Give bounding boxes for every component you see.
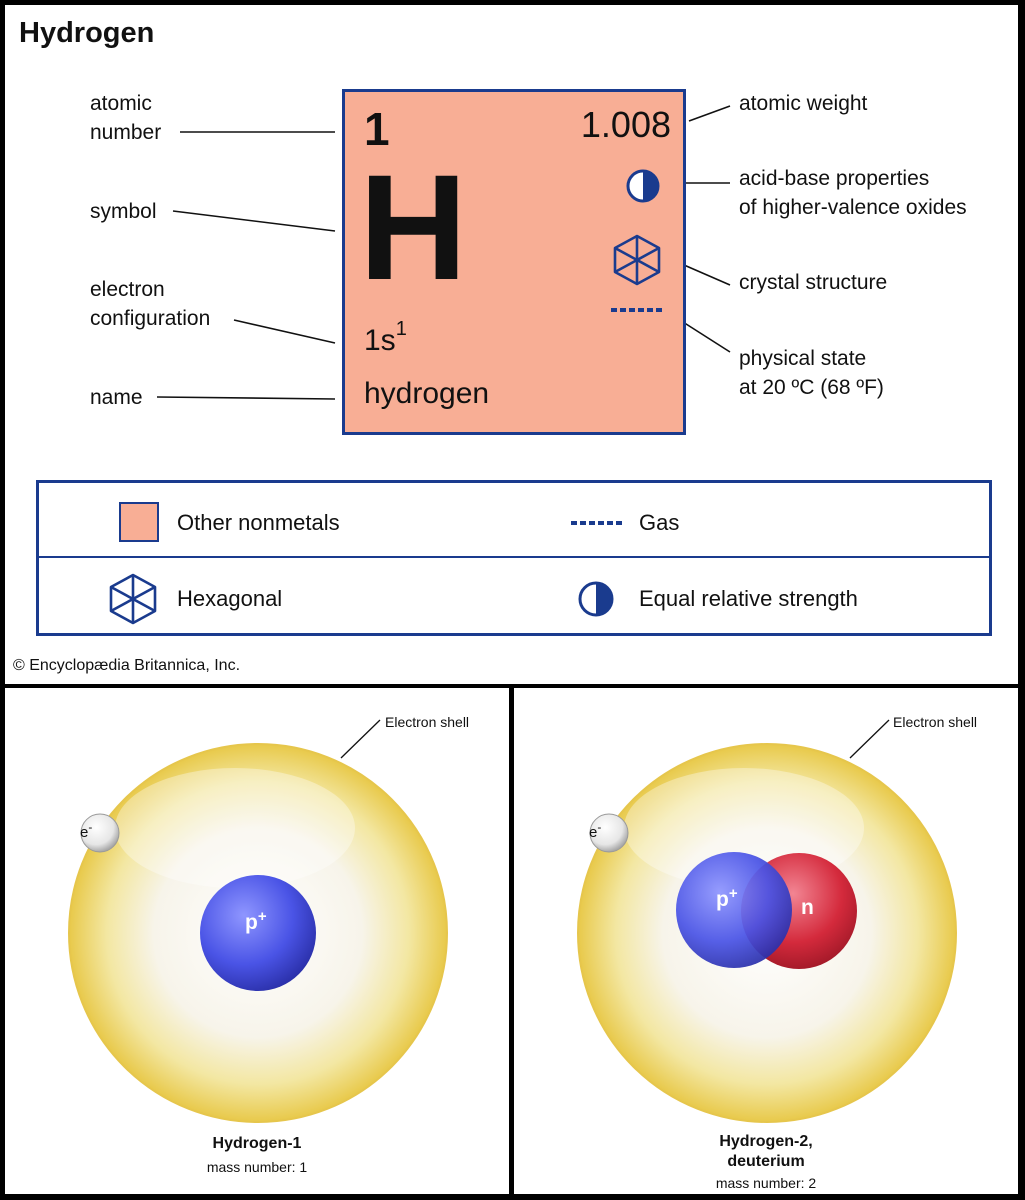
atom-caption-line2: deuterium bbox=[727, 1153, 805, 1170]
leader-symbol bbox=[172, 210, 336, 232]
dashed-line-icon bbox=[571, 521, 625, 525]
electron-shell-label: Electron shell bbox=[893, 714, 978, 730]
atom-caption: Hydrogen-1 bbox=[212, 1135, 302, 1152]
electron-charge: - bbox=[597, 820, 602, 834]
leader-electron-shell bbox=[340, 719, 381, 759]
leader-electron-configuration bbox=[233, 319, 336, 344]
element-tile: 1 1.008 H 1s1 hydrogen bbox=[342, 89, 686, 435]
config-superscript: 1 bbox=[395, 318, 407, 340]
electron-label: e- bbox=[589, 820, 601, 841]
legend-swatch-nonmetal bbox=[119, 502, 159, 542]
dashed-line-icon bbox=[611, 308, 665, 312]
half-filled-circle-icon bbox=[578, 581, 614, 617]
proton-charge: + bbox=[728, 885, 738, 902]
label-symbol: symbol bbox=[90, 200, 157, 223]
electron-shell-label: Electron shell bbox=[385, 714, 470, 730]
electron-label: e- bbox=[80, 820, 92, 841]
neutron-label: n bbox=[801, 896, 814, 919]
proton-charge: + bbox=[257, 908, 267, 925]
legend-state: Gas bbox=[639, 510, 680, 535]
label-physical-state: physical state at 20 ºC (68 ºF) bbox=[739, 347, 884, 399]
shell-highlight bbox=[115, 768, 355, 888]
electron-symbol: e bbox=[589, 824, 598, 841]
hydrogen-2-atom-diagram bbox=[577, 719, 957, 1123]
copyright-notice: © Encyclopædia Britannica, Inc. bbox=[13, 657, 241, 674]
atom-panel-hydrogen-1: Electron shell e- p+ Hydrogen-1 mass num… bbox=[5, 688, 509, 1194]
hexagon-icon bbox=[613, 234, 661, 286]
leader-atomic-weight bbox=[688, 105, 731, 122]
label-electron-configuration: electron configuration bbox=[90, 278, 211, 330]
label-name: name bbox=[90, 386, 143, 409]
element-key-panel: Hydrogen atomic number symbol electron c… bbox=[5, 5, 1018, 684]
leader-name bbox=[156, 396, 336, 400]
config-base: 1s bbox=[364, 324, 396, 357]
proton-label: p+ bbox=[245, 908, 267, 935]
leader-lines bbox=[156, 105, 731, 400]
proton-label: p+ bbox=[716, 885, 738, 912]
label-atomic-weight: atomic weight bbox=[739, 92, 868, 115]
legend-crystal: Hexagonal bbox=[177, 586, 283, 611]
proton-symbol: p bbox=[716, 888, 729, 911]
legend-acid-base: Equal relative strength bbox=[639, 586, 858, 611]
electron bbox=[80, 813, 120, 853]
label-atomic-number: atomic number bbox=[90, 92, 162, 144]
electron bbox=[589, 813, 629, 853]
atom-panel-hydrogen-2: Electron shell e- p+ n Hydrogen-2, deute… bbox=[514, 688, 1018, 1194]
proton bbox=[676, 852, 792, 968]
hydrogen-1-atom-diagram bbox=[68, 719, 448, 1123]
legend-box: Other nonmetals Gas Hexagonal Equal rela… bbox=[36, 480, 992, 636]
element-symbol: H bbox=[359, 143, 468, 311]
atom-caption-line1: Hydrogen-2, bbox=[719, 1133, 813, 1150]
legend-category: Other nonmetals bbox=[177, 510, 340, 535]
legend-divider bbox=[39, 556, 989, 558]
electron-configuration: 1s1 bbox=[364, 318, 407, 358]
page-title: Hydrogen bbox=[19, 17, 155, 49]
label-acid-base: acid-base properties of higher-valence o… bbox=[739, 167, 967, 219]
proton bbox=[200, 875, 316, 991]
atomic-weight: 1.008 bbox=[580, 104, 671, 145]
electron-charge: - bbox=[88, 820, 93, 834]
element-name: hydrogen bbox=[364, 377, 490, 410]
atomic-number: 1 bbox=[364, 103, 390, 155]
mass-number: mass number: 2 bbox=[715, 1175, 817, 1191]
mass-number: mass number: 1 bbox=[206, 1159, 308, 1175]
leader-electron-shell bbox=[849, 719, 890, 759]
half-filled-circle-icon bbox=[626, 169, 660, 203]
electron-symbol: e bbox=[80, 824, 89, 841]
hexagon-icon bbox=[109, 573, 157, 625]
proton-symbol: p bbox=[245, 911, 258, 934]
label-crystal-structure: crystal structure bbox=[739, 271, 888, 294]
